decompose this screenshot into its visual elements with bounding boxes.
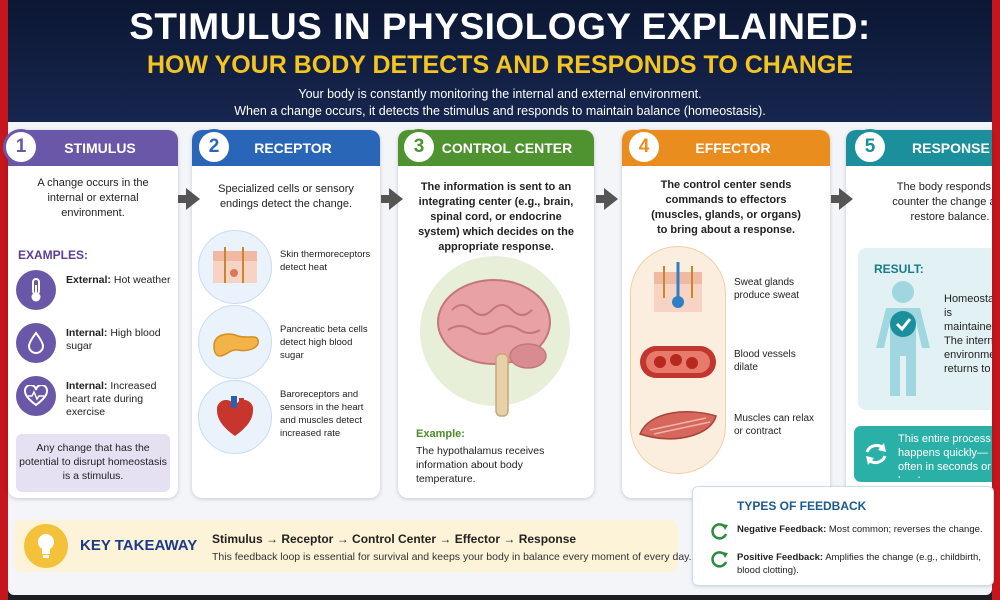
feedback-box: TYPES OF FEEDBACK Negative Feedback: Mos… bbox=[692, 486, 994, 586]
step-desc-receptor: Specialized cells or sensory endings det… bbox=[218, 183, 354, 210]
flow-arrow-shaft bbox=[596, 195, 606, 203]
key-takeaway-sub: This feedback loop is essential for surv… bbox=[212, 551, 692, 563]
step-title-stimulus: STIMULUS bbox=[64, 140, 136, 156]
step-number-badge-5: 5 bbox=[852, 129, 888, 165]
step-number: 5 bbox=[864, 136, 876, 157]
step-number-badge-1: 1 bbox=[3, 129, 39, 165]
flow-arrow-icon bbox=[389, 188, 403, 210]
example-text: Internal: High blood sugar bbox=[66, 327, 176, 353]
receptor-item: Skin thermoreceptors detect heat bbox=[198, 230, 378, 304]
step-number: 4 bbox=[638, 136, 650, 157]
example-row: External: Hot weather bbox=[16, 270, 176, 312]
example-label: Internal: bbox=[66, 327, 108, 339]
result-box: RESULT: Homeostasis is maintained. The i… bbox=[858, 248, 992, 410]
example-label: External: bbox=[66, 274, 111, 286]
receptor-item: Pancreatic beta cells detect high blood … bbox=[198, 305, 378, 379]
process-callout: This entire process happens quickly—ofte… bbox=[854, 426, 992, 482]
flow-arrow-shaft bbox=[381, 195, 391, 203]
step-card-response: RESPONSE The body responds to counter th… bbox=[846, 130, 992, 498]
example-row: Internal: High blood sugar bbox=[16, 323, 176, 365]
feedback-positive-desc: Amplifies the change (e.g., childbirth, … bbox=[737, 552, 981, 576]
step-title-control-center: CONTROL CENTER bbox=[441, 140, 573, 156]
step-number: 3 bbox=[413, 136, 425, 157]
example-value: Hot weather bbox=[113, 274, 171, 286]
feedback-negative-desc: Most common; reverses the change. bbox=[828, 524, 983, 535]
examples-label: EXAMPLES: bbox=[18, 248, 89, 262]
step-desc-control-center: The information is sent to an integratin… bbox=[418, 181, 574, 253]
example-value: High blood sugar bbox=[66, 327, 161, 352]
intro-line-1: Your body is constantly monitoring the i… bbox=[298, 87, 702, 101]
positive-feedback-icon bbox=[709, 549, 729, 569]
refresh-icon bbox=[862, 440, 890, 468]
key-takeaway-label: KEY TAKEAWAY bbox=[80, 537, 198, 554]
step-card-receptor: RECEPTOR Specialized cells or sensory en… bbox=[192, 130, 380, 498]
receptor-text: Pancreatic beta cells detect high blood … bbox=[280, 324, 368, 361]
intro-line-2: When a change occurs, it detects the sti… bbox=[234, 104, 766, 118]
control-example-text: The hypothalamus receives information ab… bbox=[416, 445, 545, 485]
key-takeaway-chain: Stimulus → Receptor → Control Center → E… bbox=[212, 532, 577, 546]
left-edge-stripe bbox=[0, 0, 8, 600]
step-number: 1 bbox=[15, 136, 27, 157]
example-value: Increased heart rate during exercise bbox=[66, 380, 157, 418]
step-number-badge-2: 2 bbox=[196, 129, 232, 165]
feedback-title: TYPES OF FEEDBACK bbox=[737, 499, 867, 513]
skin-icon bbox=[198, 230, 272, 304]
step-header-response: RESPONSE bbox=[846, 130, 992, 166]
right-edge-stripe bbox=[992, 0, 1000, 600]
flow-arrow-icon bbox=[186, 188, 200, 210]
key-takeaway-banner: KEY TAKEAWAY Stimulus → Receptor → Contr… bbox=[14, 520, 692, 572]
heart-icon bbox=[198, 380, 272, 454]
example-row: Internal: Increased heart rate during ex… bbox=[16, 376, 176, 418]
effector-text: Blood vessels dilate bbox=[734, 349, 796, 373]
flow-arrow-icon bbox=[604, 188, 618, 210]
step-number: 2 bbox=[208, 136, 220, 157]
feedback-positive-label: Positive Feedback: bbox=[737, 552, 824, 563]
result-label: RESULT: bbox=[874, 262, 924, 276]
step-title-receptor: RECEPTOR bbox=[254, 140, 332, 156]
receptor-item: Baroreceptors and sensors in the heart a… bbox=[198, 380, 378, 454]
stimulus-note: Any change that has the potential to dis… bbox=[16, 434, 170, 492]
step-number-badge-3: 3 bbox=[401, 129, 437, 165]
negative-feedback-icon bbox=[709, 521, 729, 541]
example-text: External: Hot weather bbox=[66, 274, 170, 287]
flow-arrow-shaft bbox=[178, 195, 188, 203]
receptor-text: Skin thermoreceptors detect heat bbox=[280, 249, 371, 273]
thermometer-icon bbox=[16, 270, 56, 310]
feedback-negative-text: Negative Feedback: Most common; reverses… bbox=[737, 523, 983, 536]
header-band bbox=[0, 0, 1000, 122]
pancreas-icon bbox=[198, 305, 272, 379]
step-number-badge-4: 4 bbox=[626, 129, 662, 165]
step-desc-response: The body responds to counter the change … bbox=[892, 181, 992, 223]
step-desc-stimulus: A change occurs in the internal or exter… bbox=[37, 177, 149, 219]
effector-text: Sweat glands produce sweat bbox=[734, 277, 800, 301]
receptor-text: Baroreceptors and sensors in the heart a… bbox=[280, 389, 364, 439]
step-card-effector: EFFECTOR The control center sends comman… bbox=[622, 130, 830, 498]
page-title: STIMULUS IN PHYSIOLOGY EXPLAINED: bbox=[129, 6, 871, 47]
blood-vessel-icon bbox=[638, 340, 718, 384]
example-label: Internal: bbox=[66, 380, 108, 392]
result-text: Homeostasis is maintained. The internal … bbox=[944, 293, 992, 375]
page-subtitle: HOW YOUR BODY DETECTS AND RESPONDS TO CH… bbox=[146, 51, 854, 79]
step-title-effector: EFFECTOR bbox=[695, 140, 771, 156]
control-example-label: Example: bbox=[416, 428, 465, 440]
heart-rate-icon bbox=[16, 376, 56, 416]
brain-icon bbox=[432, 270, 562, 420]
effector-text: Muscles can relax or contract bbox=[734, 413, 815, 437]
step-title-response: RESPONSE bbox=[912, 140, 990, 156]
step-desc-effector: The control center sends commands to eff… bbox=[651, 179, 801, 236]
blood-drop-icon bbox=[16, 323, 56, 363]
sweat-gland-icon bbox=[650, 258, 706, 318]
step-card-stimulus: STIMULUS A change occurs in the internal… bbox=[8, 130, 178, 498]
body-check-icon bbox=[868, 278, 938, 402]
process-text: This entire process happens quickly—ofte… bbox=[898, 433, 991, 478]
muscle-icon bbox=[636, 404, 720, 448]
flow-arrow-shaft bbox=[831, 195, 841, 203]
example-text: Internal: Increased heart rate during ex… bbox=[66, 380, 176, 419]
feedback-negative-label: Negative Feedback: bbox=[737, 524, 827, 535]
flow-arrow-icon bbox=[839, 188, 853, 210]
step-card-control-center: CONTROL CENTER The information is sent t… bbox=[398, 130, 594, 498]
lightbulb-icon bbox=[24, 524, 68, 568]
feedback-positive-text: Positive Feedback: Amplifies the change … bbox=[737, 551, 991, 577]
intro-text: Your body is constantly monitoring the i… bbox=[0, 86, 1000, 120]
